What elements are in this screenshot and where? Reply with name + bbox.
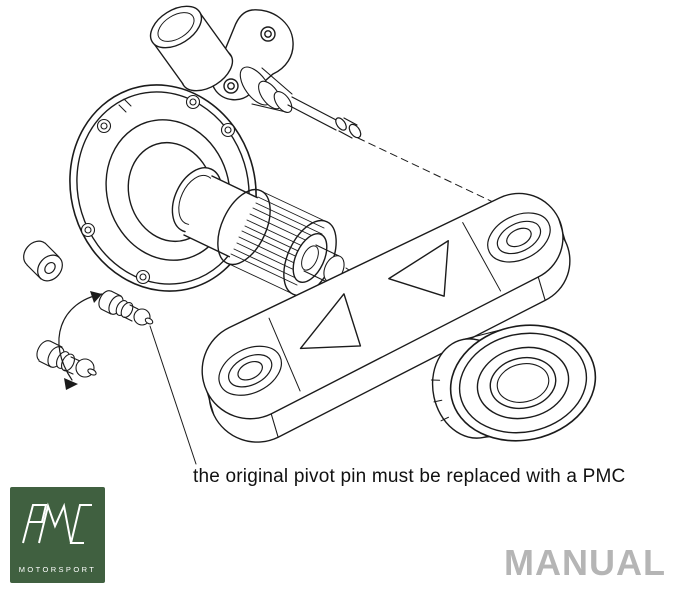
pushrod (287, 96, 362, 139)
replacement-arrow (58, 291, 103, 390)
brand-subtitle: MOTORSPORT (18, 565, 97, 574)
input-shaft-splines (171, 167, 345, 297)
pivot-pin-new (98, 290, 154, 326)
pmc-logo-icon (22, 502, 92, 544)
release-bearing (430, 324, 597, 442)
callout-leader-line (149, 325, 197, 465)
brand-logo-box: MOTORSPORT (10, 487, 105, 583)
pushrod-boot (239, 66, 293, 113)
pivot-pin-old (36, 340, 97, 378)
clutch-release-fork (201, 192, 571, 443)
slave-cylinder-assembly (149, 5, 362, 139)
fork-pivot-bosses (218, 212, 551, 396)
mounting-flange (69, 84, 257, 292)
fork-lightening-cutouts (299, 240, 449, 350)
callout-text: the original pivot pin must be replaced … (193, 466, 626, 487)
spacer-bushing (23, 240, 63, 282)
manual-label: MANUAL (504, 542, 666, 583)
flange-bolt-holes (80, 94, 236, 285)
